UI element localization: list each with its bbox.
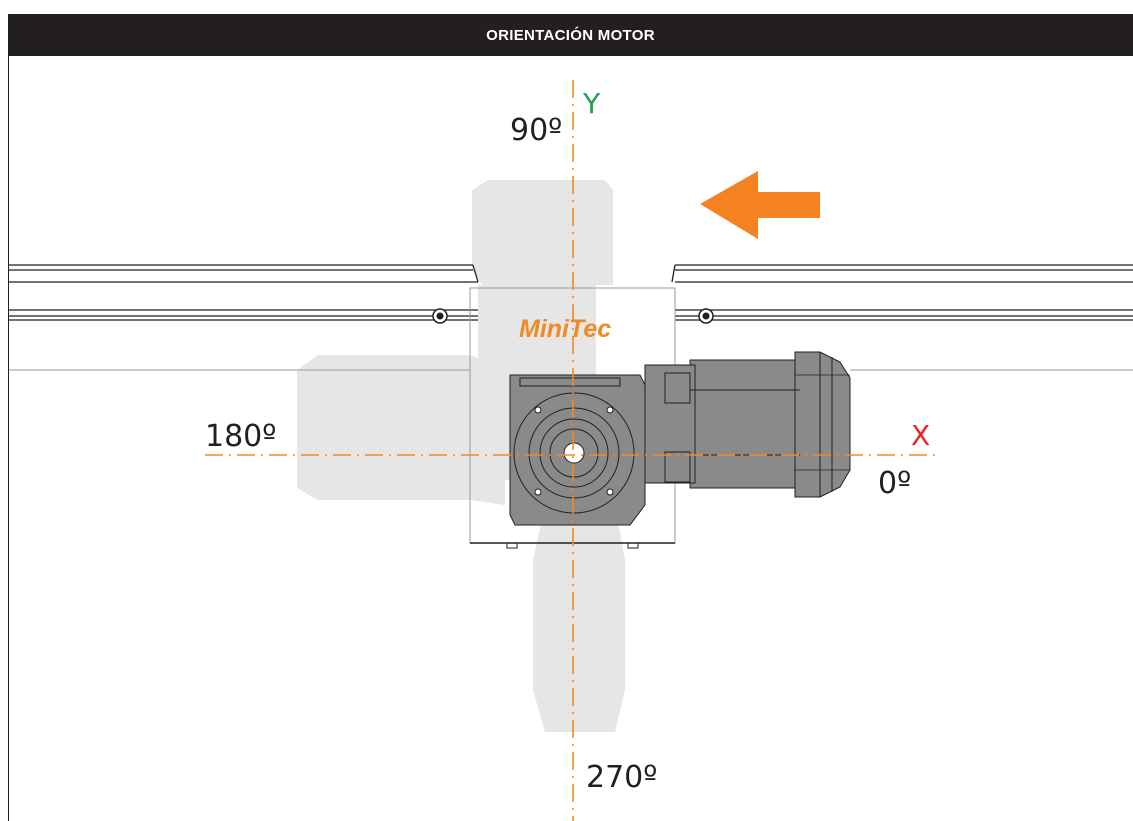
motor-0-position xyxy=(509,351,851,526)
header-bar: ORIENTACIÓN MOTOR xyxy=(8,14,1133,56)
arrow-left-icon xyxy=(700,171,820,239)
bolt-left-icon xyxy=(432,308,448,324)
angle-0-label: 0º xyxy=(878,466,911,501)
frame-left-border xyxy=(8,56,9,821)
axis-x-label: X xyxy=(911,419,930,452)
axis-y-label: Y xyxy=(582,87,601,120)
brand-logo: MiniTec xyxy=(519,315,611,343)
bolt-right-icon xyxy=(698,308,714,324)
ghost-motor-180 xyxy=(297,355,510,505)
angle-90-label: 90º xyxy=(510,113,562,148)
ghost-motor-90 xyxy=(472,180,613,375)
ghost-motor-270 xyxy=(533,498,625,732)
conveyor-profile xyxy=(9,264,1133,549)
angle-270-label: 270º xyxy=(586,760,657,795)
angle-180-label: 180º xyxy=(205,419,276,454)
header-title: ORIENTACIÓN MOTOR xyxy=(486,26,655,44)
